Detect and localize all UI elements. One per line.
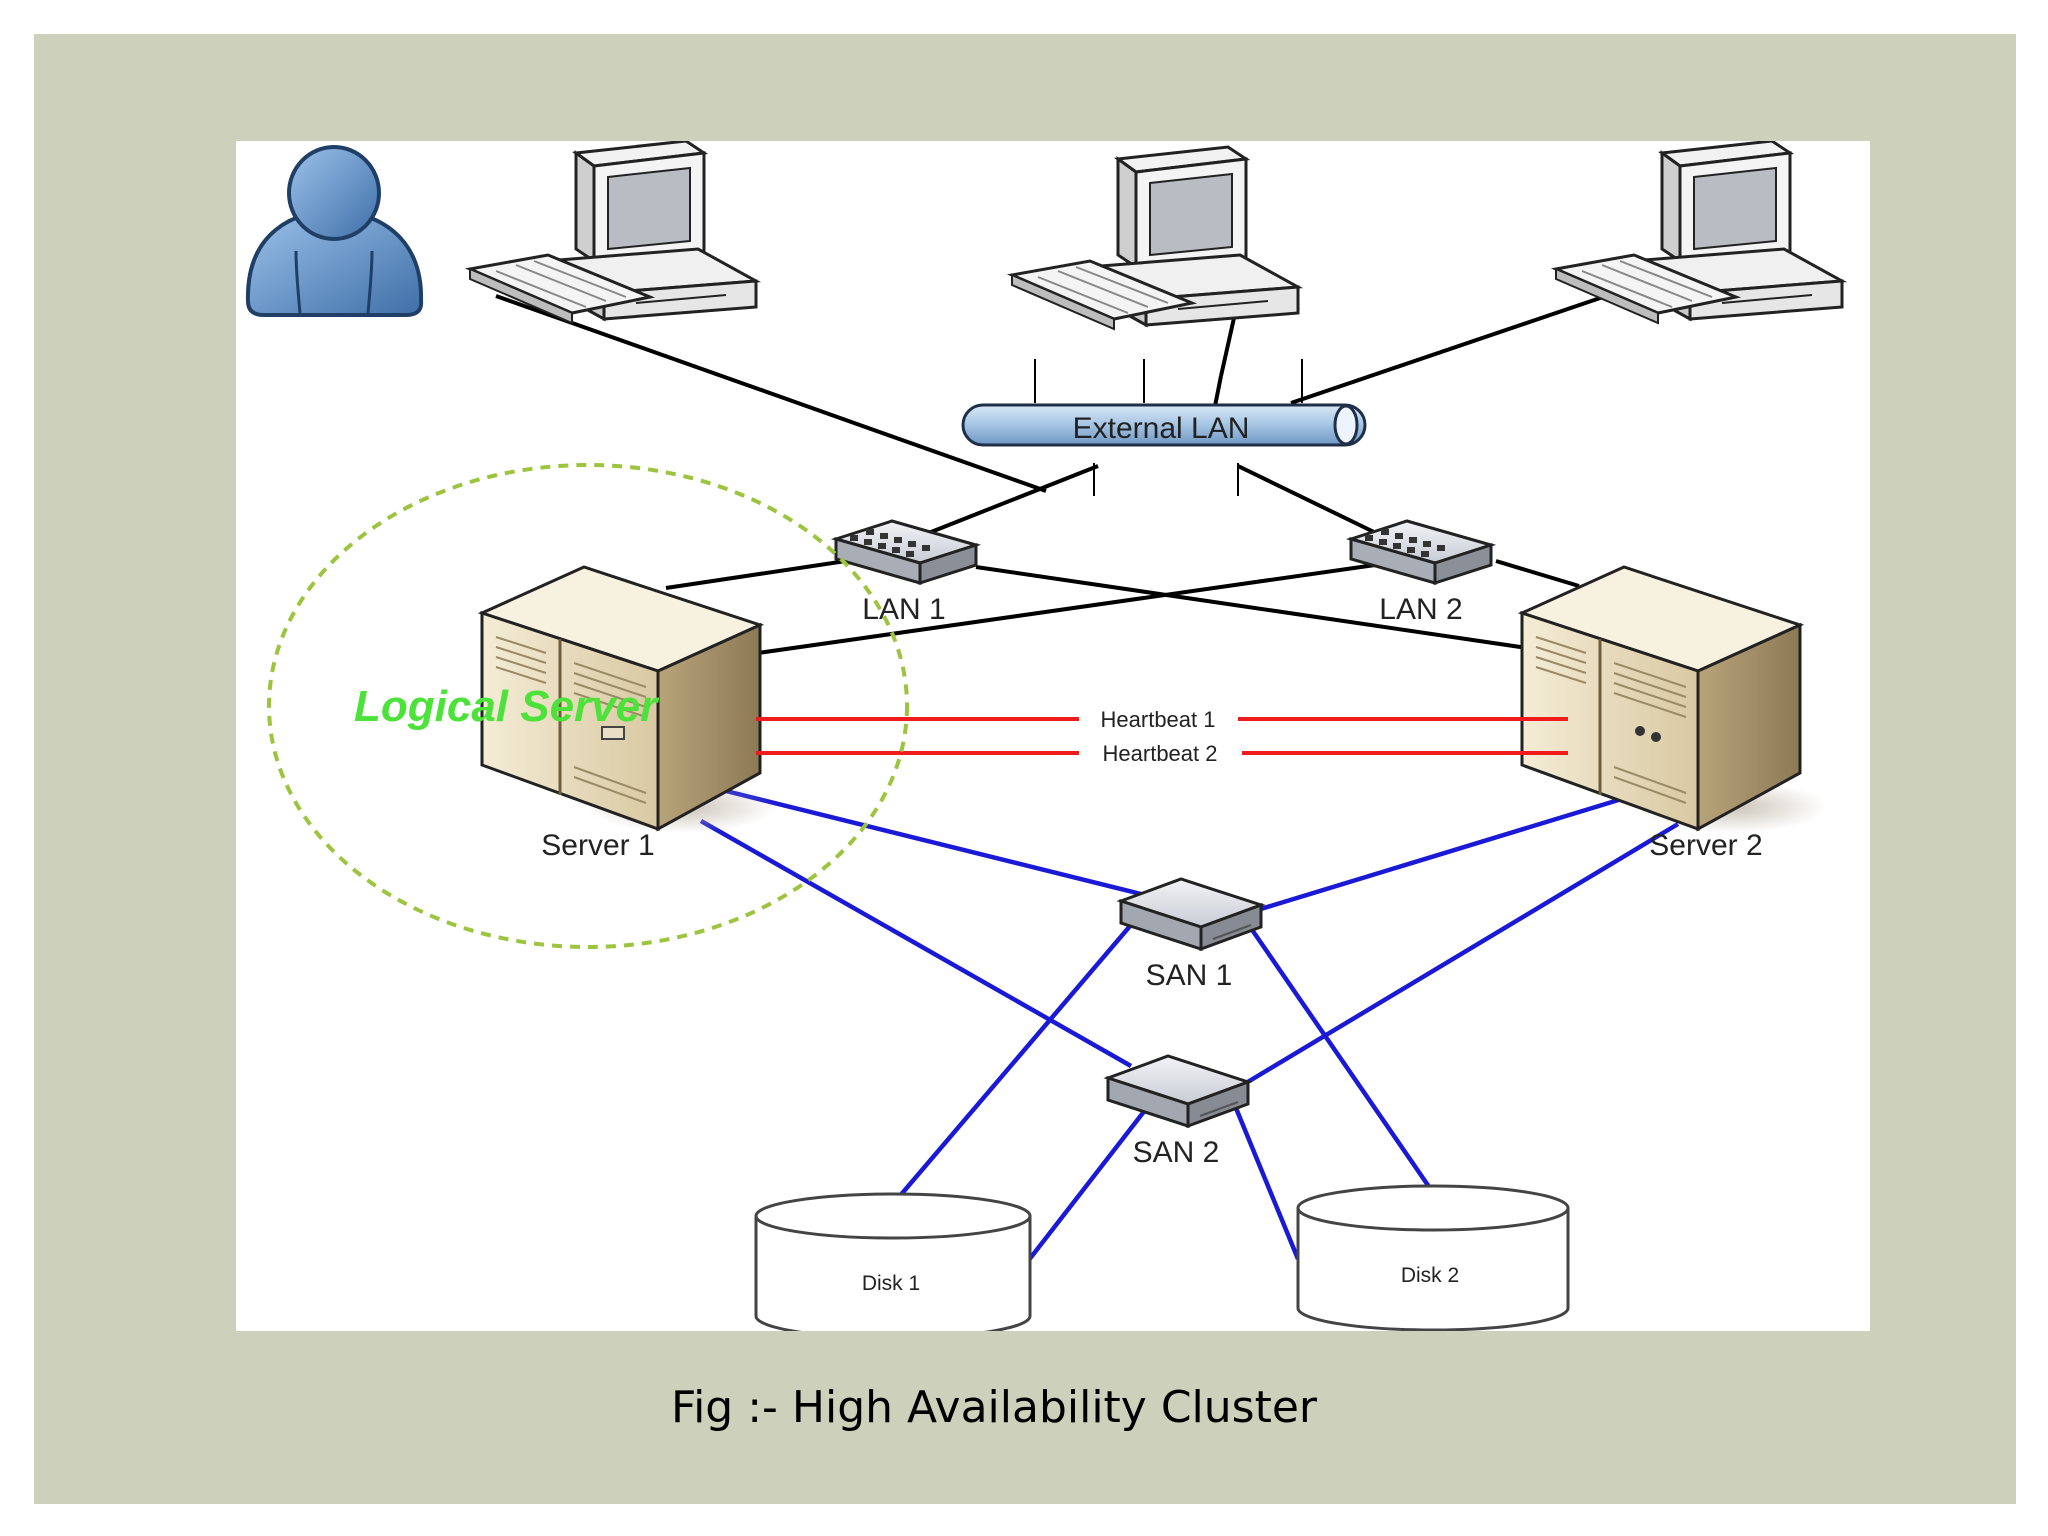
- logical-server-label: Logical Server: [354, 682, 660, 731]
- heartbeat1-label: Heartbeat 1: [1101, 707, 1216, 732]
- disk-icon-1: Disk 1: [754, 1192, 1032, 1331]
- link-san1-disk1: [891, 917, 1138, 1206]
- link-server1-san2: [699, 819, 1133, 1068]
- link-san1-disk2: [1244, 919, 1436, 1196]
- workstation-icon-1: [464, 141, 762, 325]
- figure-caption: Fig :- High Availability Cluster: [670, 1382, 1318, 1433]
- san-links: [699, 788, 1680, 1267]
- switch-icon-lan1: LAN 1: [830, 519, 982, 626]
- link-pc3-external-lan: [1290, 294, 1607, 405]
- link-server2-san1: [1250, 788, 1649, 915]
- ha-cluster-diagram: External LAN LAN 1: [245, 141, 1848, 1331]
- disk-icon-2: Disk 2: [1296, 1184, 1570, 1331]
- link-lan1-server2: [975, 565, 1569, 656]
- link-external-lan-lan1: [925, 464, 1099, 536]
- external-lan-pipe: External LAN: [961, 403, 1367, 447]
- link-lan2-server2: [1495, 559, 1580, 588]
- server-icon-2: [1517, 565, 1827, 833]
- diagram-area: External LAN LAN 1: [236, 141, 1870, 1331]
- san2-label: SAN 2: [1133, 1136, 1220, 1169]
- link-server2-san2: [1239, 822, 1680, 1088]
- external-lan-label: External LAN: [1073, 412, 1250, 445]
- server1-label: Server 1: [541, 829, 654, 862]
- switch-icon-san2: SAN 2: [1103, 1054, 1253, 1169]
- switch-icon-san1: SAN 1: [1116, 877, 1266, 992]
- link-pc2-external-lan: [1219, 308, 1238, 377]
- workstation-icon-3: [1550, 141, 1848, 325]
- lan1-label: LAN 1: [862, 593, 945, 626]
- link-external-lan-lan2: [1237, 464, 1377, 535]
- san1-label: SAN 1: [1146, 959, 1233, 992]
- server-icon-1: [477, 565, 777, 833]
- link-san2-disk1: [1023, 1094, 1158, 1267]
- server2-label: Server 2: [1649, 829, 1762, 862]
- disk2-label: Disk 2: [1401, 1264, 1459, 1287]
- link-server1-san1: [725, 788, 1142, 897]
- disk1-label: Disk 1: [862, 1272, 920, 1295]
- workstation-icon-2: [1006, 145, 1304, 331]
- lan2-label: LAN 2: [1379, 593, 1462, 626]
- heartbeat2-label: Heartbeat 2: [1103, 741, 1218, 766]
- heartbeat-links: [756, 717, 1568, 755]
- link-pc1-external-lan: [495, 294, 1047, 493]
- lan-links: [495, 294, 1607, 656]
- link-server1-lan2: [757, 560, 1397, 655]
- logical-server-ring: [267, 463, 909, 949]
- switch-icon-lan2: LAN 2: [1345, 519, 1497, 626]
- link-server1-lan1: [665, 556, 867, 590]
- slide-frame: External LAN LAN 1: [34, 34, 2016, 1504]
- user-icon: [245, 145, 424, 317]
- link-san2-disk2: [1228, 1095, 1301, 1260]
